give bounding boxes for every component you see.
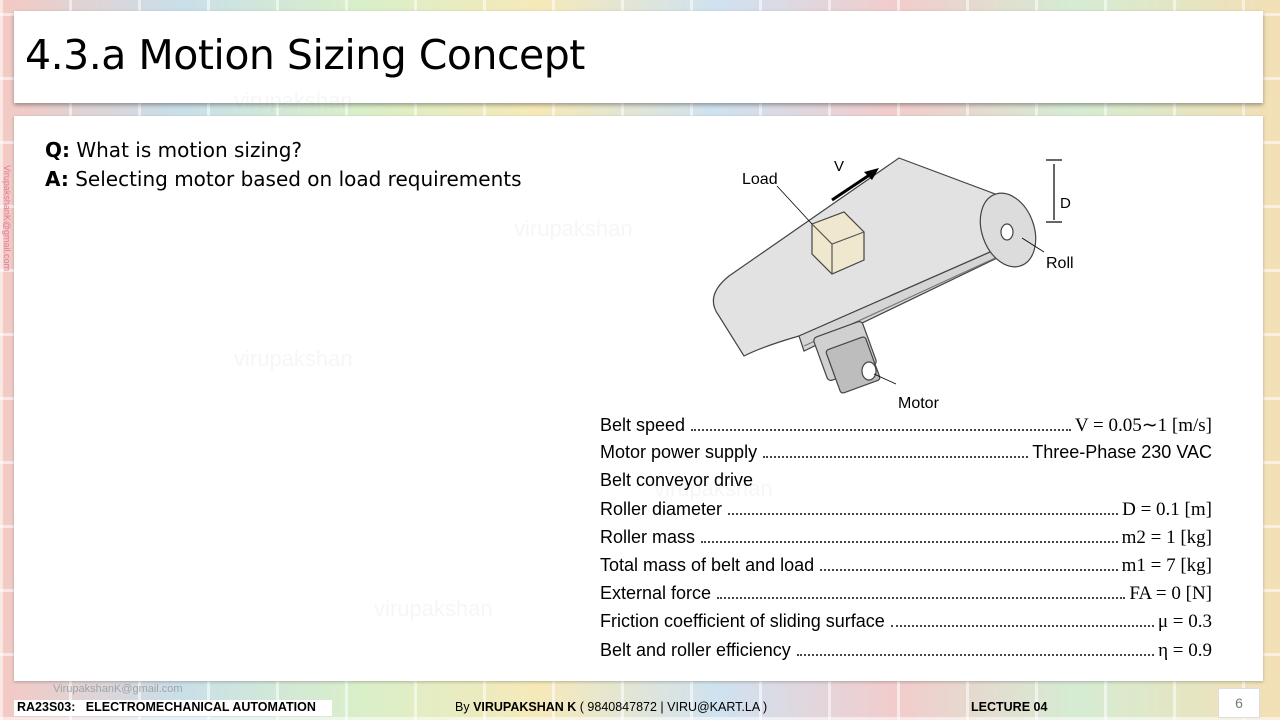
content-panel: Q: What is motion sizing? A: Selecting m… (14, 88, 1263, 681)
spec-row: Friction coefficient of sliding surface μ… (600, 611, 1212, 639)
by-prefix: By (455, 700, 474, 714)
roller-hub (1000, 223, 1014, 241)
watermark: virupakshan (514, 216, 633, 241)
belt-conveyor-diagram: V Load D Roller Motor (712, 157, 1074, 412)
label-load: Load (742, 171, 778, 188)
load-box (811, 211, 865, 275)
question-answer: Q: What is motion sizing? A: Selecting m… (45, 136, 522, 194)
spec-value: Three-Phase 230 VAC (1032, 442, 1212, 463)
spec-label: Total mass of belt and load (600, 554, 815, 575)
spec-row: Belt conveyor drive (600, 470, 1212, 498)
spec-value: m1 = 7 [kg] (1121, 554, 1212, 576)
dot-leader (763, 456, 1029, 459)
spec-row: Belt speed V = 0.05∼1 [m/s] (600, 414, 1212, 442)
spec-value: m2 = 1 [kg] (1121, 526, 1212, 548)
side-email-watermark: VirupakshanK@gmail.com (2, 165, 12, 272)
dot-leader (717, 597, 1126, 600)
author-name: VIRUPAKSHAN K (473, 700, 577, 714)
lecture-label: LECTURE 04 (971, 700, 1048, 714)
label-motor: Motor (898, 395, 940, 412)
spec-label: Roller mass (600, 526, 696, 547)
spec-value: V = 0.05∼1 [m/s] (1074, 415, 1212, 436)
question-line: Q: What is motion sizing? (45, 136, 522, 165)
spec-value: μ = 0.3 (1157, 611, 1212, 633)
slide-title: 4.3.a Motion Sizing Concept (25, 31, 585, 79)
dot-leader (796, 653, 1155, 656)
label-d: D (1060, 195, 1071, 212)
spec-value: D = 0.1 [m] (1122, 498, 1212, 520)
dot-leader (701, 540, 1118, 543)
dot-leader (691, 429, 1071, 431)
spec-label: Belt conveyor drive (600, 470, 754, 491)
footer-email: VirupakshanK@gmail.com (53, 683, 183, 695)
spec-value: FA = 0 [N] (1129, 583, 1212, 605)
spec-label: Motor power supply (600, 442, 758, 463)
spec-value: η = 0.9 (1158, 639, 1212, 661)
spec-row: Belt and roller efficiency η = 0.9 (600, 640, 1212, 668)
motor-shaft-end (861, 361, 877, 381)
spec-label: Friction coefficient of sliding surface (600, 611, 885, 632)
footer-author: By VIRUPAKSHAN K ( 9840847872 | VIRU@KAR… (455, 700, 767, 714)
footer-lecture: LECTURE 04 (971, 700, 1047, 714)
conveyor-belt (712, 157, 1023, 357)
spec-row: Total mass of belt and load m1 = 7 [kg] (600, 555, 1212, 583)
label-v: V (834, 158, 844, 175)
answer-text: Selecting motor based on load requiremen… (68, 167, 522, 191)
title-bar: 4.3.a Motion Sizing Concept (14, 11, 1263, 103)
watermark: virupakshan (234, 346, 353, 371)
spec-row: Roller diameter D = 0.1 [m] (600, 499, 1212, 527)
label-roller: Roller (1046, 255, 1074, 272)
question-prefix: Q: (45, 138, 70, 162)
page-number: 6 (1218, 688, 1260, 718)
spec-row: Motor power supply Three-Phase 230 VAC (600, 442, 1212, 470)
watermark: virupakshan (374, 596, 493, 621)
footer-course: RA23S03: ELECTROMECHANICAL AUTOMATION (14, 700, 332, 716)
velocity-arrow (831, 170, 875, 202)
answer-line: A: Selecting motor based on load require… (45, 165, 522, 194)
dot-leader (890, 625, 1154, 628)
course-name: ELECTROMECHANICAL AUTOMATION (85, 700, 316, 714)
author-contact: ( 9840847872 | VIRU@KART.LA ) (576, 700, 768, 714)
spec-label: Belt and roller efficiency (600, 639, 791, 660)
dot-leader (728, 512, 1119, 515)
spec-row: External force FA = 0 [N] (600, 583, 1212, 611)
spec-label: External force (600, 583, 712, 604)
answer-prefix: A: (45, 167, 69, 191)
spec-row: Roller mass m2 = 1 [kg] (600, 527, 1212, 555)
dot-leader (820, 568, 1118, 571)
question-text: What is motion sizing? (70, 138, 303, 162)
spec-label: Belt speed (600, 415, 686, 435)
course-code: RA23S03: (17, 700, 76, 714)
spec-list: Belt speed V = 0.05∼1 [m/s] Motor power s… (600, 414, 1212, 668)
spec-label: Roller diameter (600, 498, 723, 519)
